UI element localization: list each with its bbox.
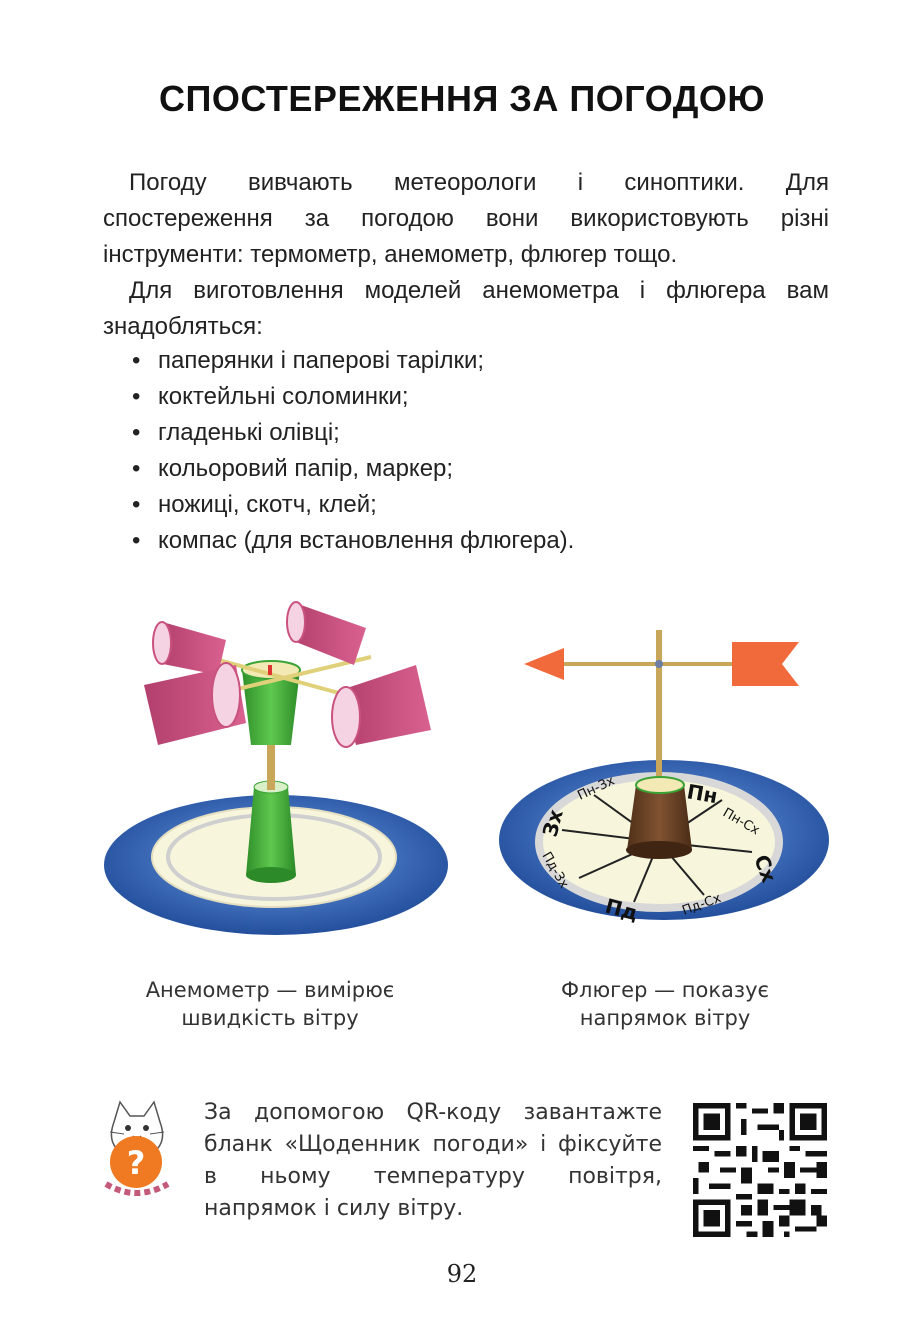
intro-paragraph: Погоду вивчають метеорологи і синоптики.… — [103, 165, 829, 273]
vane-caption: Флюгер — показує напрямок вітру — [510, 976, 820, 1032]
page-title: СПОСТЕРЕЖЕННЯ ЗА ПОГОДОЮ — [158, 78, 766, 119]
cup-left-top — [152, 621, 226, 675]
anemometer-illustration — [104, 601, 448, 935]
caption-line: швидкість вітру — [181, 1006, 359, 1030]
materials-intro: Для виготовлення моделей анемометра і фл… — [103, 273, 829, 345]
cup-left-big — [144, 662, 246, 745]
list-item: гладенькі олівці; — [130, 415, 574, 451]
vane-pole — [656, 630, 662, 790]
list-item: паперянки і паперові тарілки; — [130, 343, 574, 379]
vane-base-cup — [627, 785, 692, 850]
question-circle-icon — [110, 1136, 162, 1188]
list-item: коктейльні соломинки; — [130, 379, 574, 415]
list-item: ножиці, скотч, клей; — [130, 487, 574, 523]
cat-question-mascot: ? — [104, 1100, 170, 1196]
list-item: кольоровий папір, маркер; — [130, 451, 574, 487]
anemometer-caption: Анемометр — вимірює швидкість вітру — [100, 976, 440, 1032]
list-item: компас (для встановлення флюгера). — [130, 523, 574, 559]
compass-label-n: Пн — [685, 779, 719, 808]
caption-line: напрямок вітру — [579, 1006, 751, 1030]
weather-vane-illustration: Пн Пн-Сх Сх Пд-Сх Пд Пд-Зх Зх Пн-Зх — [499, 630, 829, 925]
cup-right-big — [331, 665, 431, 748]
paragraph-1: Погоду вивчають метеорологи і синоптики.… — [103, 169, 829, 268]
arrow-tail — [732, 642, 799, 686]
base-cup — [246, 787, 296, 875]
materials-list: паперянки і паперові тарілки; коктейльні… — [130, 343, 574, 559]
caption-line: Анемометр — вимірює — [145, 978, 395, 1002]
cup-right-top — [286, 601, 366, 665]
question-mark: ? — [127, 1144, 146, 1182]
page-number: 92 — [446, 1260, 478, 1288]
qr-instruction: За допомогою QR-коду завантажте бланк «Щ… — [204, 1100, 662, 1221]
qr-code[interactable] — [693, 1103, 827, 1237]
arrow-head — [524, 648, 564, 680]
axis-pencil — [267, 735, 275, 790]
paragraph-2: Для виготовлення моделей анемометра і фл… — [103, 277, 829, 340]
top-cup — [242, 670, 300, 745]
caption-line: Флюгер — показує — [560, 978, 770, 1002]
